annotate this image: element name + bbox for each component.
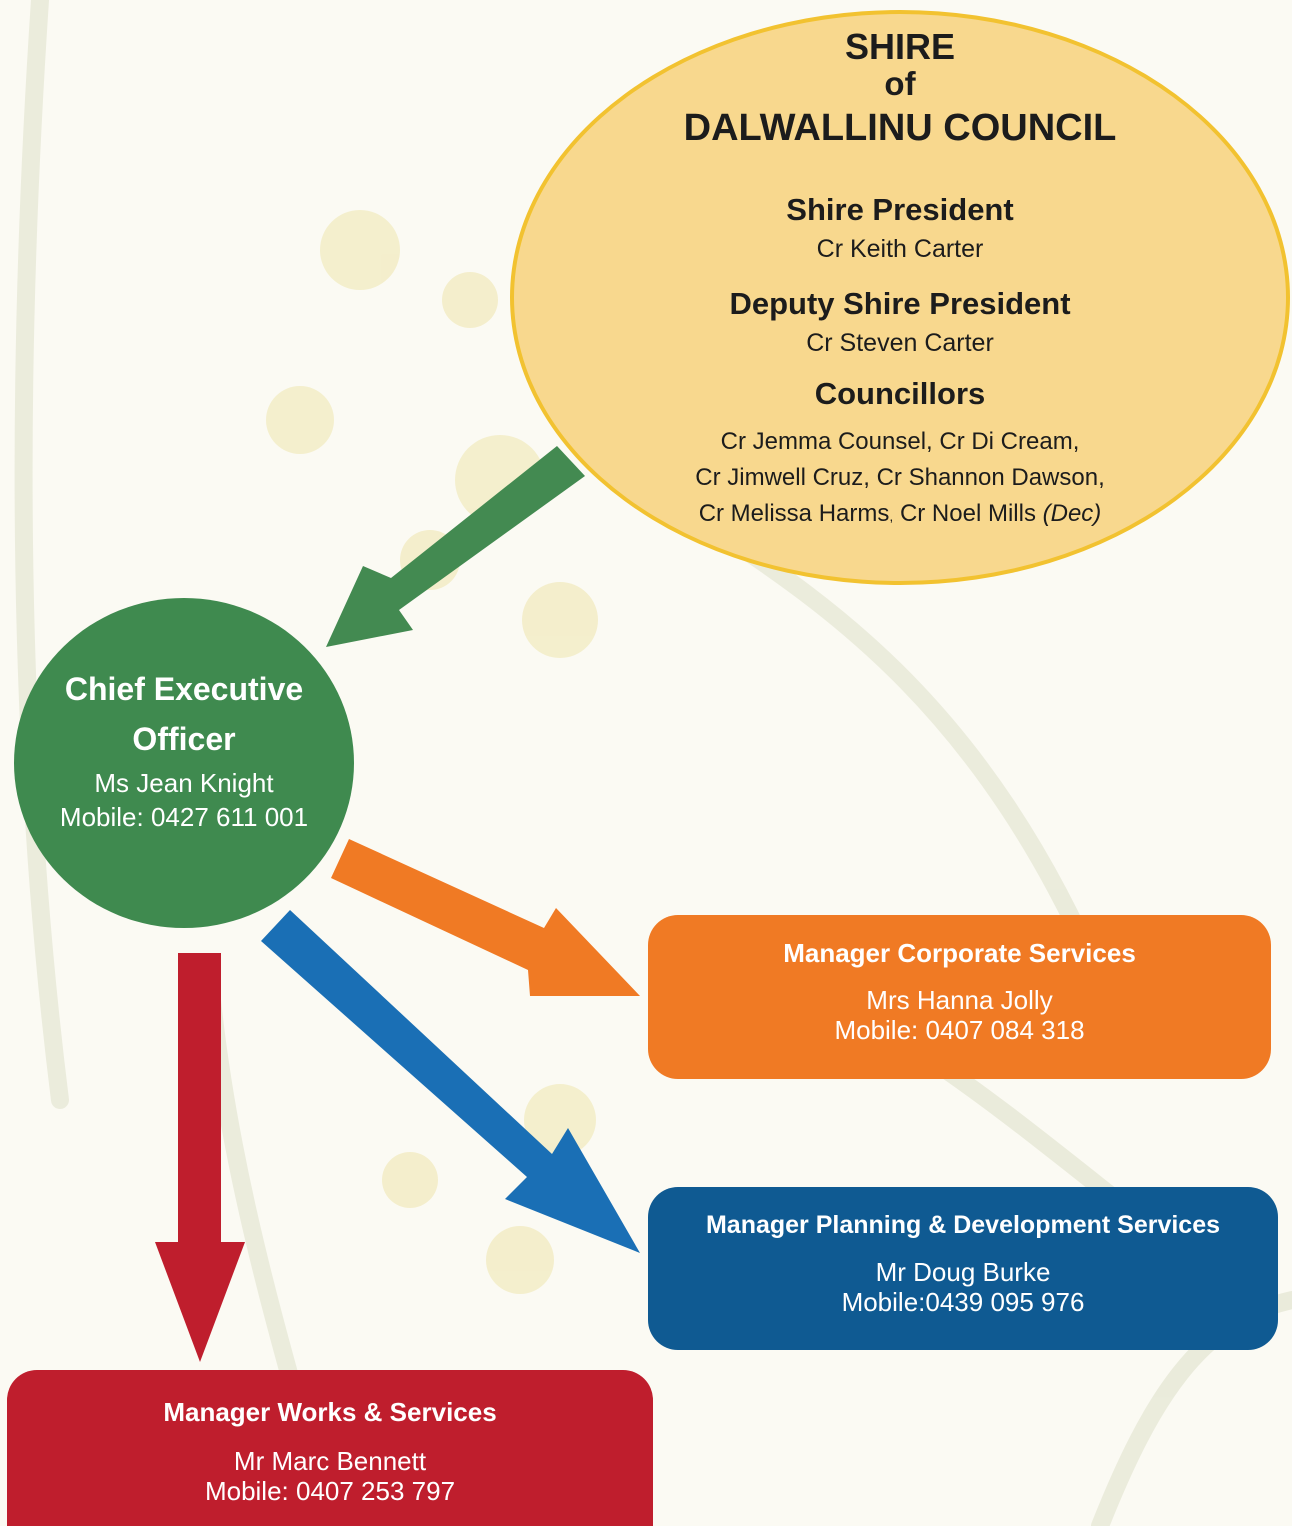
president-title: Shire President [786, 192, 1014, 227]
councillors-separator: , [889, 508, 894, 524]
works-name: Mr Marc Bennett [233, 1446, 427, 1476]
councillors-list: Cr Jemma Counsel, Cr Di Cream, Cr Jimwel… [514, 424, 1286, 534]
ceo-mobile: Mobile: 0427 611 001 [59, 802, 309, 832]
works-mobile: Mobile: 0407 253 797 [204, 1476, 456, 1506]
planning-services-box: Manager Planning & Development Services … [648, 1187, 1278, 1350]
corporate-mobile: Mobile: 0407 084 318 [834, 1015, 1085, 1045]
corporate-title: Manager Corporate Services [783, 938, 1136, 968]
ceo-circle: Chief Executive Officer Ms Jean Knight M… [14, 598, 354, 928]
ceo-to-works-arrow [155, 953, 245, 1362]
council-to-ceo-arrow [326, 446, 585, 647]
ceo-name: Ms Jean Knight [94, 768, 274, 798]
deputy-title: Deputy Shire President [729, 286, 1071, 321]
councillor-harms: Cr Melissa Harms [698, 500, 890, 527]
corporate-services-box: Manager Corporate Services Mrs Hanna Jol… [648, 915, 1271, 1079]
ceo-title: Chief Executive Officer [64, 671, 304, 757]
councillors-line2: Cr Jimwell Cruz, Cr Shannon Dawson, [695, 464, 1105, 491]
council-ellipse: SHIRE of DALWALLINU COUNCIL Shire Presid… [510, 10, 1290, 585]
president-name: Cr Keith Carter [816, 235, 984, 263]
council-title-line1: SHIRE [844, 26, 956, 67]
planning-mobile: Mobile:0439 095 976 [841, 1287, 1085, 1317]
councillor-mills: Cr Noel Mills [899, 500, 1036, 527]
councillors-title: Councillors [814, 376, 986, 411]
ceo-to-planning-arrow [261, 910, 640, 1253]
deputy-name: Cr Steven Carter [806, 329, 994, 357]
ceo-to-corporate-arrow [331, 839, 640, 996]
works-title: Manager Works & Services [163, 1397, 497, 1427]
council-title-line2: of [884, 65, 916, 102]
deceased-note: (Dec) [1042, 500, 1102, 527]
corporate-name: Mrs Hanna Jolly [866, 985, 1053, 1015]
councillors-line1: Cr Jemma Counsel, Cr Di Cream, [720, 428, 1080, 455]
council-title-line3: DALWALLINU COUNCIL [683, 107, 1117, 149]
planning-title: Manager Planning & Development Services [705, 1211, 1221, 1239]
planning-name: Mr Doug Burke [875, 1257, 1051, 1287]
works-services-box: Manager Works & Services Mr Marc Bennett… [7, 1370, 653, 1526]
councillors-line3: Cr Melissa Harms, Cr Noel Mills (Dec) [514, 496, 1286, 534]
